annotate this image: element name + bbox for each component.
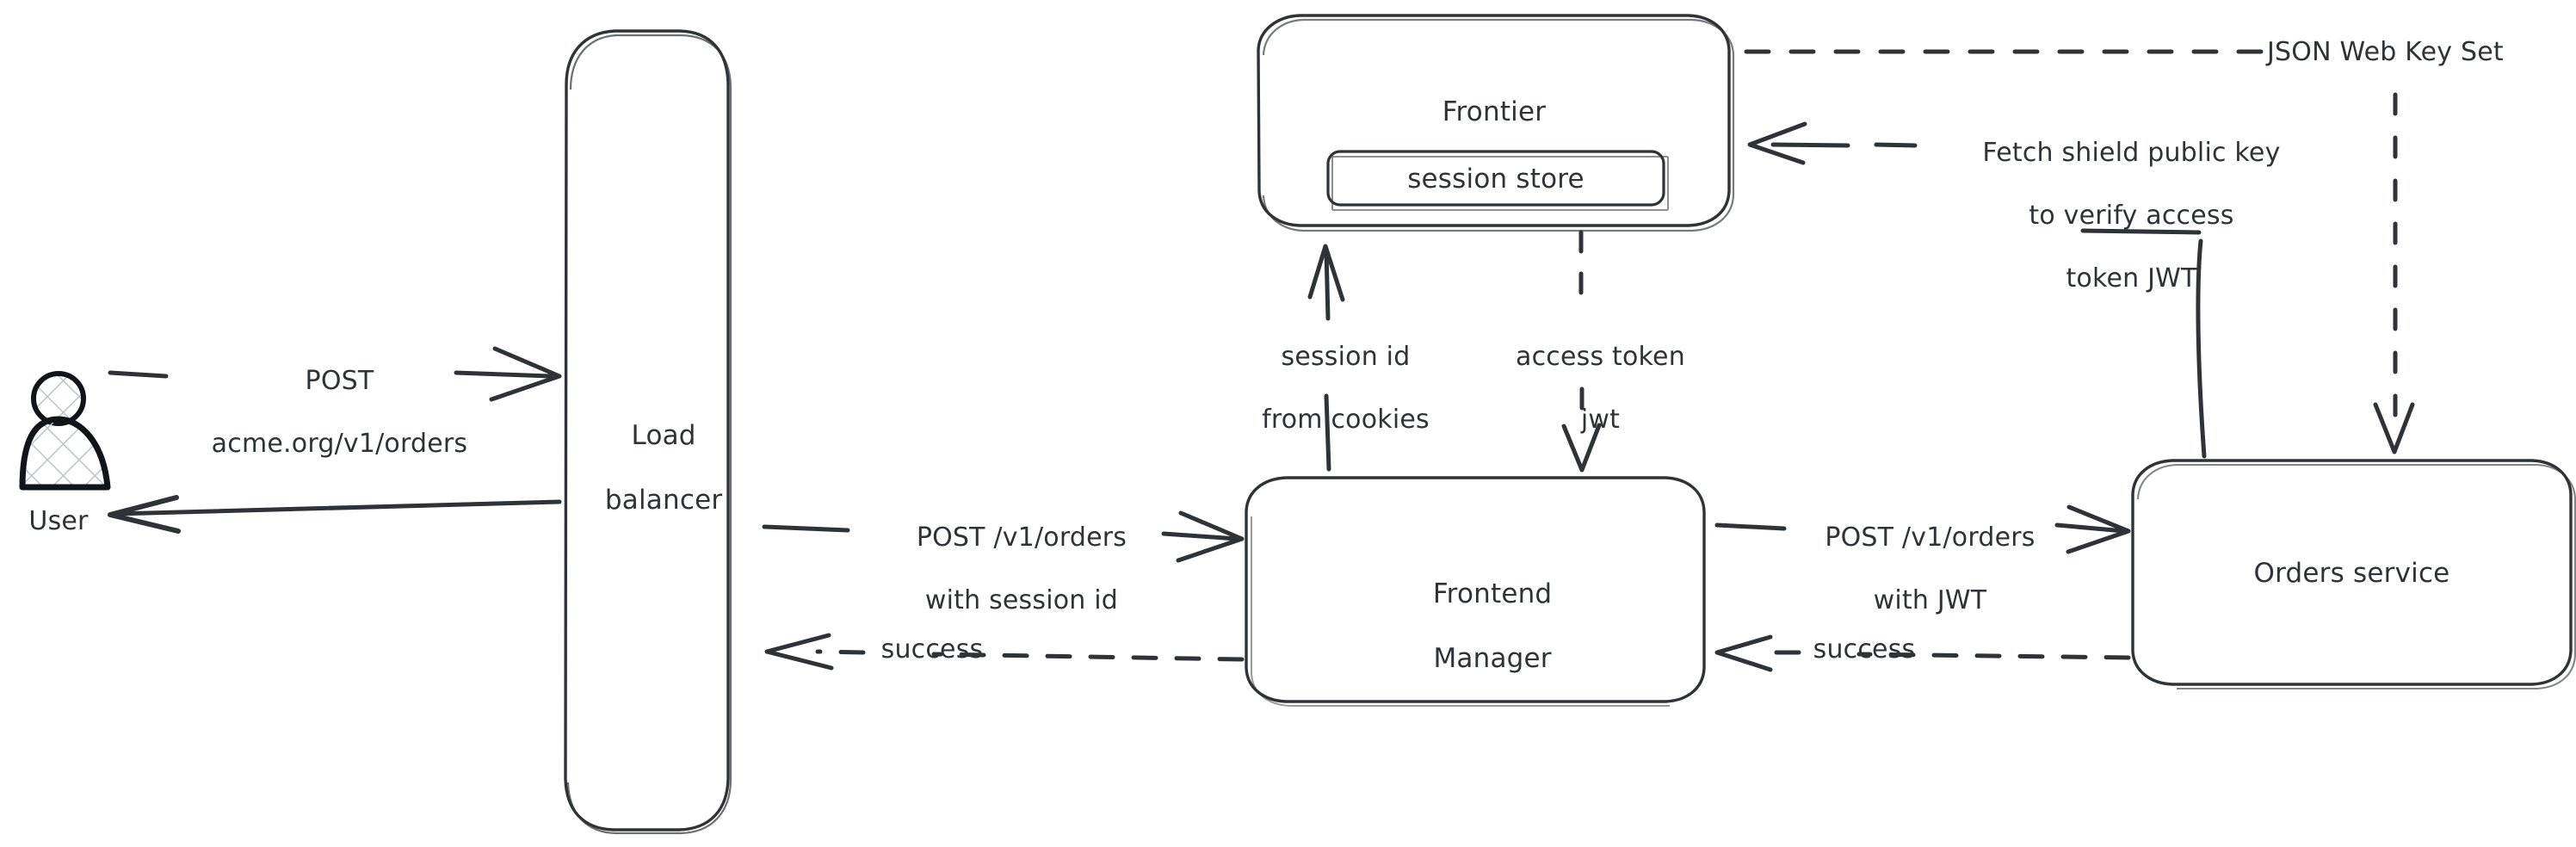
edge-label-fm-to-orders-line2: with JWT xyxy=(1873,584,1987,615)
edge-label-lb-to-fm-line2: with session id xyxy=(924,584,1119,615)
load-balancer-label: Load balancer xyxy=(560,387,732,550)
edge-fm-to-frontier xyxy=(1307,244,1345,472)
edge-frontier-to-fm xyxy=(1561,230,1602,473)
edge-label-fm-to-frontier: session id from cookies xyxy=(1208,310,1449,467)
edge-label-frontier-to-fm: access token jwt xyxy=(1463,310,1704,467)
edge-label-user-to-lb-line1: POST xyxy=(305,365,374,396)
edge-label-orders-to-frontier-line2: to verify access xyxy=(2029,200,2234,231)
frontend-manager-label-line2: Manager xyxy=(1433,643,1552,675)
edge-fm-to-orders xyxy=(1714,504,2131,554)
user-actor-label: User xyxy=(28,506,89,536)
edge-label-fm-to-lb: success xyxy=(880,634,984,665)
edge-label-frontier-to-fm-line2: jwt xyxy=(1580,404,1621,435)
edge-orders-to-fm xyxy=(1714,634,2131,672)
edge-label-fm-to-orders-line1: POST /v1/orders xyxy=(1825,522,2035,553)
edge-user-to-lb xyxy=(108,346,562,402)
edge-frontier-to-orders xyxy=(1744,49,2415,454)
load-balancer-label-line2: balancer xyxy=(604,485,723,516)
edge-label-orders-to-fm: success xyxy=(1813,634,1916,665)
edge-label-user-to-lb-line2: acme.org/v1/orders xyxy=(211,428,468,459)
session-store-label: session store xyxy=(1407,164,1585,195)
edge-label-frontier-to-orders: JSON Web Key Set xyxy=(2267,37,2504,67)
edge-label-fm-to-frontier-line2: from cookies xyxy=(1262,404,1430,435)
edge-lb-to-fm xyxy=(762,510,1245,563)
node-orders-service[interactable] xyxy=(2131,459,2576,690)
edge-label-lb-to-fm: POST /v1/orders with session id xyxy=(843,491,1166,648)
frontend-manager-label-line1: Frontend xyxy=(1432,578,1553,609)
edge-label-fm-to-orders: POST /v1/orders with JWT xyxy=(1763,491,2064,648)
edge-label-frontier-to-fm-line1: access token xyxy=(1516,341,1685,372)
edge-lb-to-user xyxy=(108,495,562,534)
edge-label-orders-to-frontier-line3: token JWT xyxy=(2066,263,2197,294)
node-session-store[interactable] xyxy=(1326,150,1669,211)
edge-label-user-to-lb: POST acme.org/v1/orders xyxy=(159,334,486,492)
edge-label-orders-to-frontier-line1: Fetch shield public key xyxy=(1982,137,2281,168)
edge-fm-to-lb xyxy=(764,633,1245,671)
edge-label-fm-to-frontier-line1: session id xyxy=(1281,341,1411,372)
edge-orders-to-frontier xyxy=(1747,121,2207,459)
edge-label-lb-to-fm-line1: POST /v1/orders xyxy=(916,522,1127,553)
edge-label-orders-to-frontier: Fetch shield public key to verify access… xyxy=(1917,106,2313,326)
frontend-manager-label: Frontend Manager xyxy=(1246,546,1704,708)
orders-service-label: Orders service xyxy=(2253,558,2450,589)
user-actor-icon xyxy=(19,371,111,491)
load-balancer-label-line1: Load xyxy=(631,419,696,451)
node-frontend-manager[interactable] xyxy=(1245,476,1706,707)
node-load-balancer[interactable] xyxy=(564,29,732,835)
frontier-label: Frontier xyxy=(1442,96,1547,127)
